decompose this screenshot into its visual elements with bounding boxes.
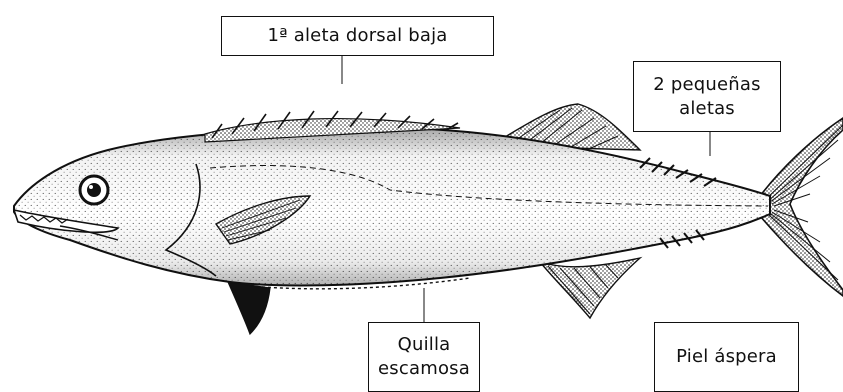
label-small-fins: 2 pequeñas aletas (633, 61, 781, 132)
label-dorsal-fin: 1ª aleta dorsal baja (221, 16, 494, 56)
label-skin-text: Piel áspera (676, 345, 777, 369)
caudal-fin (760, 118, 843, 296)
label-keel: Quilla escamosa (368, 322, 480, 392)
fish-body (14, 128, 770, 289)
anal-fin (540, 258, 640, 318)
pelvic-fin (228, 282, 270, 334)
label-keel-line1: Quilla (398, 333, 451, 357)
label-keel-line2: escamosa (378, 357, 470, 381)
label-small-fins-line1: 2 pequeñas (653, 73, 760, 97)
label-dorsal-fin-text: 1ª aleta dorsal baja (267, 24, 447, 48)
label-small-fins-line2: aletas (679, 97, 735, 121)
label-skin: Piel áspera (654, 322, 799, 392)
